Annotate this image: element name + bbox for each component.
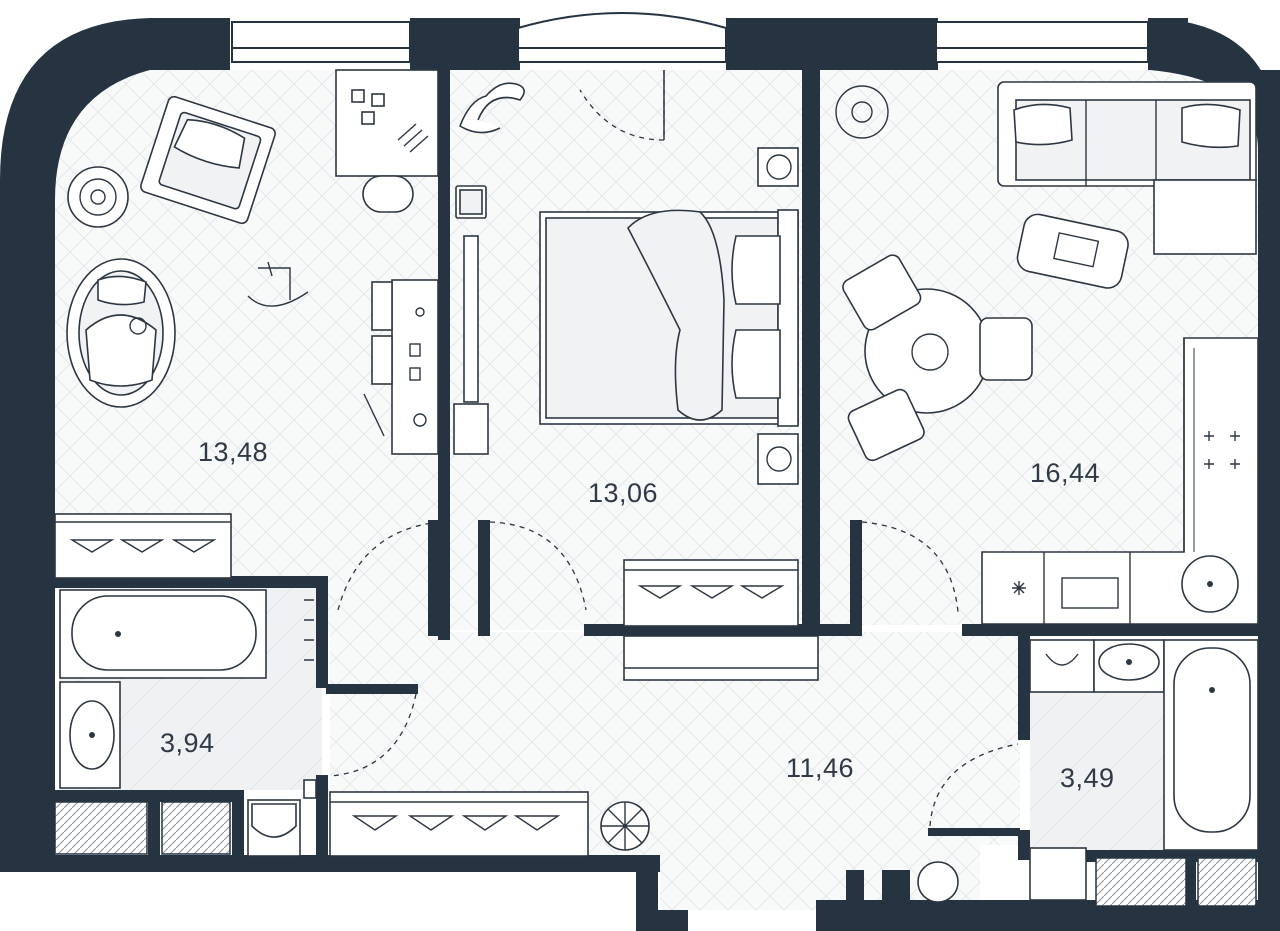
kitchen-living-furniture bbox=[835, 81, 1259, 625]
hallway-furniture bbox=[329, 635, 819, 857]
bathroom-2-fixtures bbox=[917, 639, 1259, 903]
doors bbox=[329, 70, 1019, 827]
area-label-bedroom: 13,06 bbox=[588, 478, 658, 508]
area-label-kids-room: 13,48 bbox=[198, 437, 268, 467]
windows bbox=[54, 12, 1257, 907]
kids-room-furniture bbox=[54, 69, 439, 579]
bedroom-furniture bbox=[453, 82, 799, 627]
bathroom-1-fixtures bbox=[59, 589, 317, 857]
area-label-kitchen-living: 16,44 bbox=[1030, 458, 1100, 488]
area-label-hallway: 11,46 bbox=[786, 753, 854, 783]
area-label-bathroom-1: 3,94 bbox=[160, 728, 215, 758]
room-area-labels: 13,48 13,06 16,44 3,94 11,46 3,49 bbox=[160, 437, 1115, 793]
walls bbox=[0, 18, 1280, 931]
area-label-bathroom-2: 3,49 bbox=[1060, 763, 1115, 793]
